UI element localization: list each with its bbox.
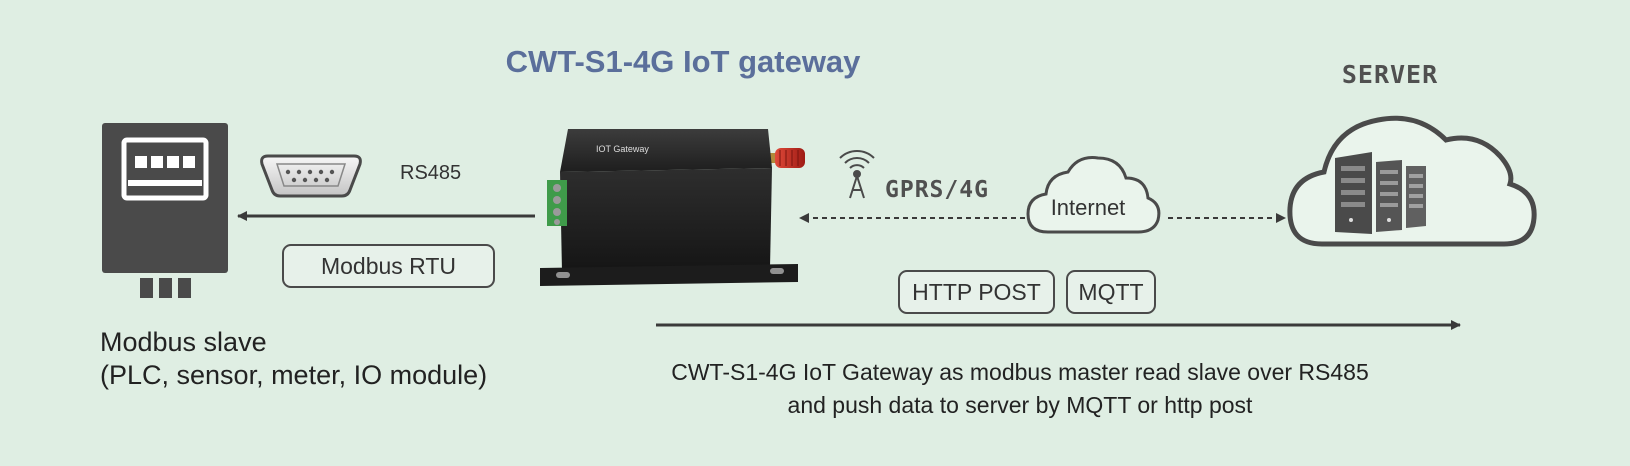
- http-post-badge: HTTP POST: [898, 270, 1055, 314]
- mqtt-badge: MQTT: [1066, 270, 1156, 314]
- diagram-caption: CWT-S1-4G IoT Gateway as modbus master r…: [640, 356, 1400, 422]
- rs485-label: RS485: [400, 162, 462, 184]
- server-label: SERVER: [1341, 60, 1439, 89]
- iot-gateway-device-icon: [540, 129, 805, 286]
- server-cloud-icon: [1287, 115, 1537, 247]
- gateway-title: CWT-S1-4G IoT gateway: [505, 44, 861, 79]
- caption-line1: CWT-S1-4G IoT Gateway as modbus master r…: [671, 359, 1369, 385]
- modbus-slave-meter-icon: [102, 123, 228, 298]
- antenna-tower-icon: [839, 149, 875, 199]
- gprs-4g-label: GPRS/4G: [885, 177, 989, 203]
- modbus-slave-label-line1: Modbus slave: [100, 327, 267, 357]
- internet-label: Internet: [1050, 195, 1126, 220]
- modbus-slave-label-line2: (PLC, sensor, meter, IO module): [100, 360, 488, 390]
- modbus-rtu-badge: Modbus RTU: [282, 244, 495, 288]
- internet-cloud-icon: [1026, 156, 1161, 234]
- device-label: IOT Gateway: [596, 144, 649, 154]
- caption-line2: and push data to server by MQTT or http …: [787, 392, 1253, 418]
- modbus-slave-label: Modbus slave (PLC, sensor, meter, IO mod…: [100, 326, 487, 392]
- db9-serial-connector-icon: [260, 154, 362, 198]
